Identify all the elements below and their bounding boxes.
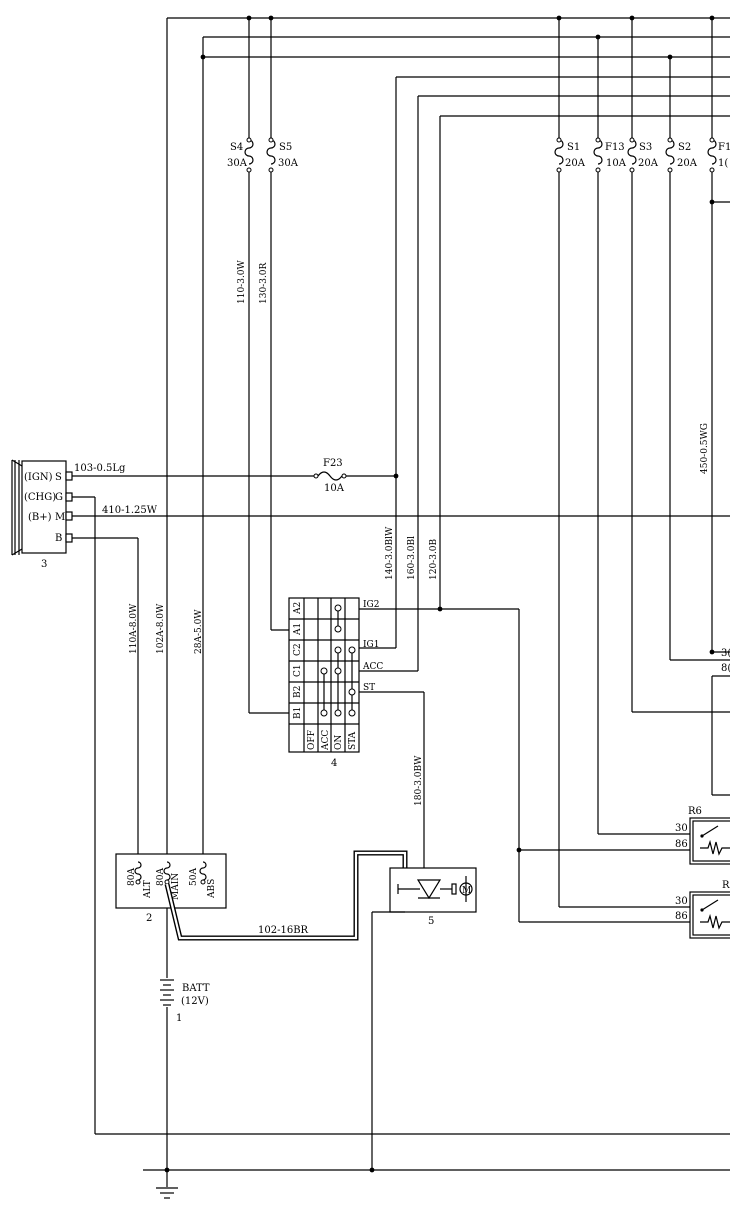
switch-terminal: B2	[293, 686, 303, 698]
switch-output: IG2	[363, 600, 379, 610]
fuse-rating: 20A	[565, 158, 586, 169]
wire-label: 103-0.5Lg	[74, 463, 126, 474]
wire-label: 140-3.0BlW	[385, 526, 395, 580]
terminal-name: (CHG)	[24, 492, 56, 503]
wire-label: 110A-8.0W	[129, 603, 139, 654]
link-name: MAIN	[171, 873, 181, 900]
fuse-rating: 30A	[227, 158, 248, 169]
wire-label: 410-1.25W	[102, 505, 158, 516]
fuse-name: S2	[678, 142, 691, 153]
main-feeds	[166, 18, 730, 923]
component-id: 5	[428, 916, 434, 927]
fuse-S5: S5 30A	[266, 137, 299, 173]
fuse-name: S5	[279, 142, 292, 153]
switch-position: ACC	[321, 730, 331, 751]
switch-position: ON	[334, 735, 344, 750]
ground-bus	[143, 1167, 730, 1199]
switch-terminal: A2	[293, 602, 303, 615]
component-id: 3	[41, 559, 47, 570]
fuse-rating: 10A	[324, 483, 345, 494]
fuse-name: F23	[323, 458, 343, 469]
wire-label: 130-3.0R	[259, 262, 269, 304]
link-name: ALT	[143, 880, 153, 899]
switch-output: ST	[363, 683, 375, 693]
edge-label: 3(	[721, 648, 730, 659]
top-buses	[167, 15, 730, 117]
switch-output: ACC	[362, 662, 383, 672]
wire-label: 110-3.0W	[237, 259, 247, 304]
vertical-wire-labels: 110-3.0W 130-3.0R 450-0.5WG 140-3.0BlW 1…	[129, 259, 710, 806]
relay-R: R 30 86	[675, 880, 730, 939]
edge-label: 8(	[721, 663, 730, 674]
link-rating: 80A	[156, 868, 166, 886]
link-name: ABS	[207, 879, 217, 899]
wire-label: 28A-5.0W	[194, 609, 204, 654]
relay-pin: 86	[675, 911, 688, 922]
wire-label: 120-3.0B	[429, 538, 439, 580]
fuse-F1x: F1 1(	[707, 137, 730, 173]
terminal-pin: S	[55, 472, 62, 483]
terminal-pin: M	[55, 512, 65, 523]
terminal-name: (IGN)	[24, 472, 53, 483]
switch-position: OFF	[307, 730, 317, 750]
relay-R6: R6 30 86	[675, 806, 730, 865]
terminal-name: (B+)	[28, 512, 52, 523]
component-id: 1	[176, 1013, 182, 1024]
terminal-pin: G	[55, 492, 63, 503]
relay-pin: 30	[675, 823, 688, 834]
switch-position: STA	[348, 731, 358, 750]
starter: M 5	[389, 867, 477, 927]
battery: BATT (12V) 1	[160, 908, 210, 1187]
wire-label: 102A-8.0W	[156, 603, 166, 654]
component-id: 2	[146, 913, 152, 924]
fuse-rating: 1(	[718, 158, 728, 169]
fuse-rating: 30A	[278, 158, 299, 169]
fuse-name: F1	[718, 142, 730, 153]
fuse-rating: 10A	[606, 158, 627, 169]
heavy-cable-102: 102-16BR	[164, 850, 408, 941]
terminal-pin: B	[55, 533, 62, 544]
wire-label: 450-0.5WG	[700, 423, 710, 474]
battery-voltage: (12V)	[181, 996, 209, 1007]
relay-pin: 30	[675, 896, 688, 907]
fuse-S3: S3 20A	[627, 137, 659, 173]
fuse-name: S3	[639, 142, 652, 153]
fuse-rating: 20A	[638, 158, 659, 169]
wire-label: 102-16BR	[258, 925, 309, 936]
relay-name: R6	[688, 806, 702, 817]
switch-terminal: B1	[293, 707, 303, 719]
alternator: (IGN) S (CHG) G (B+) M B 3	[11, 459, 73, 570]
alternator-wiring: 103-0.5Lg F23 10A 410-1.25W	[72, 458, 730, 1135]
link-rating: 80A	[127, 868, 137, 886]
fuse-name: F13	[605, 142, 625, 153]
component-id: 4	[331, 758, 337, 769]
motor-symbol: M	[462, 886, 471, 896]
switch-terminal: A1	[293, 623, 303, 636]
fuse-S1: S1 20A	[554, 137, 586, 173]
fuse-name: S4	[230, 142, 243, 153]
switch-output: IG1	[363, 640, 379, 650]
battery-name: BATT	[182, 983, 210, 994]
fusible-link-block: 80A ALT 80A MAIN 50A ABS 2	[115, 853, 227, 924]
relay-pin: 86	[675, 839, 688, 850]
ignition-switch: A2 A1 C2 C1 B2 B1 OFF ACC ON STA IG2 IG1…	[288, 597, 383, 769]
fuse-name: S1	[567, 142, 580, 153]
wire-label: 180-3.0BW	[414, 755, 424, 806]
fuse-F13: F13 10A	[593, 137, 627, 173]
relay-name: R	[722, 880, 730, 891]
switch-terminal: C2	[293, 643, 303, 656]
link-rating: 50A	[189, 868, 199, 886]
fuse-S4: S4 30A	[227, 137, 254, 173]
wire-label: 160-3.0Bl	[407, 536, 417, 580]
switch-terminal: C1	[293, 664, 303, 677]
fuse-S2: S2 20A	[665, 137, 698, 173]
fuse-rating: 20A	[677, 158, 698, 169]
